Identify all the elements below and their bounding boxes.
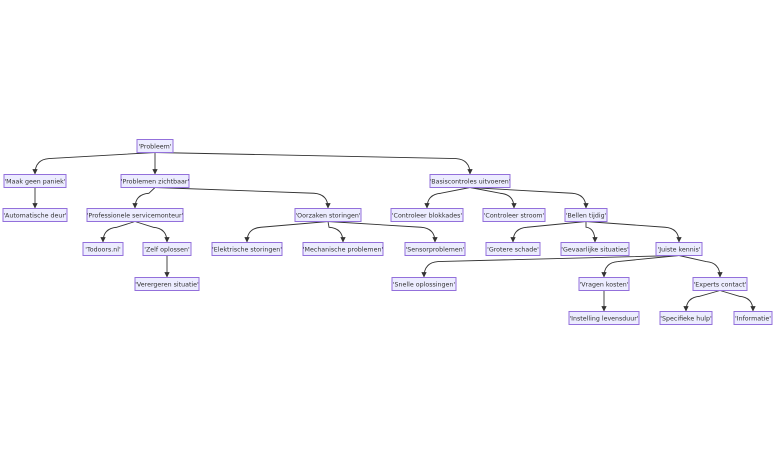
edge-experts-informatie bbox=[719, 290, 756, 312]
node-label: 'Vragen kosten' bbox=[580, 282, 629, 289]
node-label: 'Sensorproblemen' bbox=[406, 247, 465, 254]
edge-monteur-todoors bbox=[100, 221, 136, 243]
node-label: 'Todoors.nl' bbox=[85, 247, 121, 254]
node-basis: 'Basiscontroles uitvoeren' bbox=[429, 174, 511, 188]
node-label: 'Elektrische storingen' bbox=[212, 247, 282, 254]
node-box bbox=[404, 242, 466, 256]
node-box bbox=[302, 242, 384, 256]
edge-oorzaken-elektrisch bbox=[244, 221, 329, 243]
node-experts: 'Experts contact' bbox=[692, 277, 748, 291]
node-box bbox=[692, 277, 748, 291]
node-box bbox=[560, 242, 630, 256]
node-box bbox=[136, 139, 174, 153]
node-probleem: 'Probleem' bbox=[136, 139, 174, 153]
node-label: 'Instelling levensduur' bbox=[569, 316, 639, 323]
edge-kennis-kosten bbox=[601, 255, 680, 278]
edge-kennis-snelle bbox=[421, 255, 680, 278]
node-box bbox=[568, 311, 640, 325]
node-blokkades: 'Controleer blokkades' bbox=[390, 208, 464, 222]
edge-monteur-zelf bbox=[134, 221, 170, 243]
node-box bbox=[733, 311, 773, 325]
node-zichtbaar: 'Problemen zichtbaar' bbox=[120, 174, 190, 188]
node-schade: 'Grotere schade' bbox=[485, 242, 541, 256]
node-label: 'Problemen zichtbaar' bbox=[121, 179, 190, 186]
node-kennis: 'Juiste kennis' bbox=[655, 242, 703, 256]
edge-basis-bellen bbox=[469, 187, 589, 209]
node-box bbox=[211, 242, 283, 256]
node-label: 'Juiste kennis' bbox=[658, 247, 701, 254]
node-label: 'Verergeren situatie' bbox=[135, 282, 199, 289]
node-label: 'Maak geen paniek' bbox=[4, 179, 65, 186]
node-sensor: 'Sensorproblemen' bbox=[404, 242, 466, 256]
node-label: 'Mechanische problemen' bbox=[303, 247, 384, 254]
node-gevaar: 'Gevaarlijke situaties' bbox=[560, 242, 630, 256]
node-box bbox=[294, 208, 362, 222]
node-box bbox=[578, 277, 630, 291]
node-deur: 'Automatische deur' bbox=[2, 208, 68, 222]
node-label: 'Specifieke hulp' bbox=[660, 316, 712, 323]
node-todoors: 'Todoors.nl' bbox=[82, 242, 124, 256]
node-box bbox=[659, 311, 713, 325]
node-box bbox=[142, 242, 192, 256]
node-box bbox=[564, 208, 608, 222]
edge-basis-stroom bbox=[469, 187, 517, 209]
node-box bbox=[3, 174, 67, 188]
node-label: 'Oorzaken storingen' bbox=[295, 213, 360, 220]
edge-zichtbaar-oorzaken bbox=[154, 187, 331, 209]
node-monteur: 'Professionele servicemonteur' bbox=[86, 208, 184, 222]
node-box bbox=[82, 242, 124, 256]
node-bellen: 'Bellen tijdig' bbox=[564, 208, 608, 222]
node-label: 'Automatische deur' bbox=[3, 213, 67, 220]
node-mechanisch: 'Mechanische problemen' bbox=[302, 242, 384, 256]
node-label: 'Snelle oplossingen' bbox=[393, 282, 456, 289]
node-zelf: 'Zelf oplossen' bbox=[142, 242, 192, 256]
edge-bellen-kennis bbox=[585, 221, 682, 243]
node-stroom: 'Controleer stroom' bbox=[482, 208, 546, 222]
node-box bbox=[390, 208, 464, 222]
node-box bbox=[482, 208, 546, 222]
node-label: 'Zelf oplossen' bbox=[144, 247, 190, 254]
node-verergeren: 'Verergeren situatie' bbox=[134, 277, 200, 291]
node-box bbox=[429, 174, 511, 188]
edge-kennis-experts bbox=[678, 255, 723, 278]
node-box bbox=[134, 277, 200, 291]
node-kosten: 'Vragen kosten' bbox=[578, 277, 630, 291]
node-box bbox=[655, 242, 703, 256]
edge-experts-hulp bbox=[683, 290, 721, 312]
node-label: 'Experts contact' bbox=[694, 282, 747, 289]
edge-bellen-gevaar bbox=[585, 221, 598, 243]
node-label: 'Bellen tijdig' bbox=[566, 213, 607, 220]
edge-probleem-basis bbox=[154, 152, 473, 175]
edge-basis-blokkades bbox=[424, 187, 471, 209]
edge-oorzaken-sensor bbox=[327, 221, 438, 243]
edges-layer bbox=[32, 152, 756, 312]
edge-oorzaken-mechanisch bbox=[327, 221, 346, 243]
edge-probleem-paniek bbox=[32, 152, 156, 175]
nodes-layer: 'Probleem' 'Maak geen paniek' 'Problemen z… bbox=[2, 139, 773, 325]
node-box bbox=[120, 174, 190, 188]
node-label: 'Controleer blokkades' bbox=[392, 213, 463, 220]
node-label: 'Professionele servicemonteur' bbox=[87, 213, 184, 220]
edge-bellen-schade bbox=[510, 221, 587, 243]
node-elektrisch: 'Elektrische storingen' bbox=[211, 242, 283, 256]
node-box bbox=[485, 242, 541, 256]
node-label: 'Informatie' bbox=[735, 316, 771, 323]
node-box bbox=[2, 208, 68, 222]
node-hulp: 'Specifieke hulp' bbox=[659, 311, 713, 325]
node-informatie: 'Informatie' bbox=[733, 311, 773, 325]
node-label: 'Grotere schade' bbox=[487, 247, 539, 254]
node-snelle: 'Snelle oplossingen' bbox=[391, 277, 457, 291]
node-box bbox=[391, 277, 457, 291]
node-box bbox=[86, 208, 184, 222]
node-label: 'Basiscontroles uitvoeren' bbox=[430, 179, 511, 186]
node-label: 'Gevaarlijke situaties' bbox=[561, 247, 629, 254]
node-oorzaken: 'Oorzaken storingen' bbox=[294, 208, 362, 222]
node-label: 'Controleer stroom' bbox=[484, 213, 545, 220]
node-paniek: 'Maak geen paniek' bbox=[3, 174, 67, 188]
node-label: 'Probleem' bbox=[138, 144, 171, 151]
node-levensduur: 'Instelling levensduur' bbox=[568, 311, 640, 325]
edge-zichtbaar-monteur bbox=[132, 187, 156, 209]
